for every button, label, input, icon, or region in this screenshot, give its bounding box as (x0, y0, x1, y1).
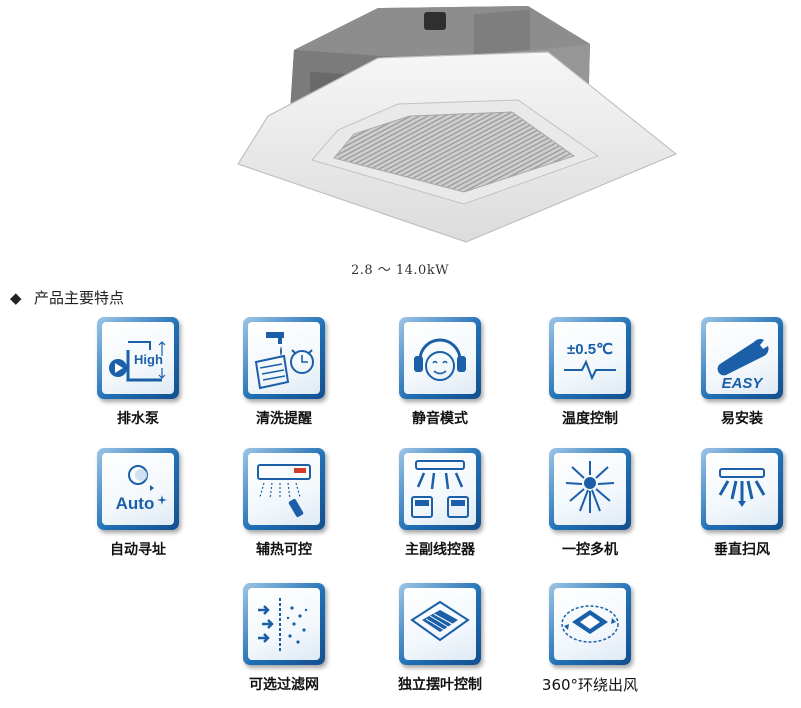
feature-label: 排水泵 (117, 411, 159, 427)
feature-independent-louver: 独立摆叶控制 (370, 583, 510, 694)
feature-label: 静音模式 (412, 411, 468, 427)
svg-text:EASY: EASY (722, 375, 765, 392)
diamond-bullet-icon: ◆ (10, 289, 22, 307)
feature-drain-pump: High 排水泵 (68, 317, 208, 428)
feature-label: 易安装 (721, 411, 763, 427)
auxiliary-heating-icon (243, 448, 325, 530)
features-heading: ◆ 产品主要特点 (10, 287, 124, 308)
master-slave-controller-icon (399, 448, 481, 530)
temperature-control-icon: ±0.5℃ (549, 317, 631, 399)
svg-text:±0.5℃: ±0.5℃ (567, 341, 613, 358)
surround-airflow-icon (549, 583, 631, 665)
svg-text:High: High (134, 352, 163, 367)
feature-vertical-swing: 垂直扫风 (672, 448, 801, 559)
feature-label: 独立摆叶控制 (398, 677, 482, 693)
feature-label: 温度控制 (562, 411, 618, 427)
svg-text:Auto: Auto (116, 494, 155, 513)
feature-easy-install: EASY 易安装 (672, 317, 801, 428)
feature-auxiliary-heating: 辅热可控 (214, 448, 354, 559)
feature-label: 清洗提醒 (256, 411, 312, 427)
feature-master-slave-controller: 主副线控器 (370, 448, 510, 559)
feature-label: 辅热可控 (256, 542, 312, 558)
drain-pump-icon: High (97, 317, 179, 399)
feature-auto-addressing: Auto 自动寻址 (68, 448, 208, 559)
feature-label: 自动寻址 (110, 542, 166, 558)
feature-cleaning-reminder: 清洗提醒 (214, 317, 354, 428)
feature-label: 360°环绕出风 (541, 676, 639, 694)
feature-label: 垂直扫风 (714, 542, 770, 558)
vertical-swing-icon (701, 448, 783, 530)
silent-mode-icon (399, 317, 481, 399)
feature-label: 可选过滤网 (249, 677, 319, 693)
feature-label: 一控多机 (562, 542, 618, 558)
feature-one-control-multi-unit: 一控多机 (520, 448, 660, 559)
optional-filter-icon (243, 583, 325, 665)
feature-label: 主副线控器 (405, 542, 475, 558)
capacity-range: 2.8 ～ 14.0kW (350, 263, 450, 278)
feature-optional-filter: 可选过滤网 (214, 583, 354, 694)
easy-install-icon: EASY (701, 317, 783, 399)
cassette-air-conditioner-image (237, 6, 677, 243)
cleaning-reminder-icon (243, 317, 325, 399)
feature-surround-airflow: 360°环绕出风 (520, 583, 660, 695)
one-control-multi-unit-icon (549, 448, 631, 530)
features-title: 产品主要特点 (34, 289, 125, 307)
feature-silent-mode: 静音模式 (370, 317, 510, 428)
independent-louver-icon (399, 583, 481, 665)
auto-addressing-icon: Auto (97, 448, 179, 530)
feature-temperature-control: ±0.5℃ 温度控制 (520, 317, 660, 428)
